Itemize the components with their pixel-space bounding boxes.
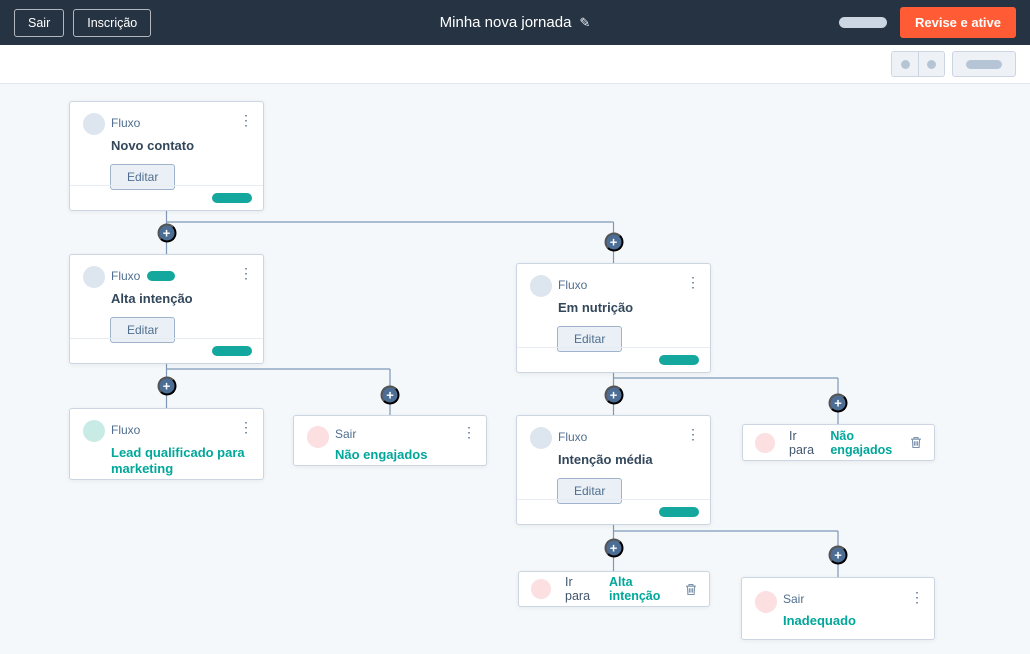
node-sair-nao-engajados[interactable]: Sair ⋮ Não engajados	[293, 415, 487, 466]
node-title: Em nutrição	[558, 300, 634, 315]
node-lead-qualificado[interactable]: Fluxo ⋮ Lead qualificado para marketing	[69, 408, 264, 480]
add-step-button[interactable]: +	[604, 538, 623, 558]
add-step-button[interactable]: +	[604, 232, 623, 252]
node-footer	[517, 499, 710, 524]
metric-pill	[659, 507, 699, 517]
kebab-menu-icon[interactable]: ⋮	[686, 426, 700, 442]
header-left-actions: Sair Inscrição	[14, 8, 152, 37]
node-type-label: Fluxo	[111, 423, 141, 437]
review-activate-button[interactable]: Revise e ative	[899, 7, 1016, 38]
node-title: Não engajados	[335, 447, 428, 462]
kebab-menu-icon[interactable]: ⋮	[686, 274, 700, 290]
flow-node-icon	[530, 427, 552, 449]
kebab-menu-icon[interactable]: ⋮	[239, 265, 253, 281]
node-title: Não engajados	[830, 428, 893, 457]
zoom-button-group	[891, 51, 945, 77]
node-title: Intenção média	[558, 452, 653, 467]
node-novo-contato[interactable]: Fluxo ⋮ Novo contato Editar	[69, 101, 264, 211]
node-type-label: Fluxo	[558, 430, 588, 444]
node-type-label: Ir para	[565, 575, 591, 603]
node-title: Lead qualificado para marketing	[111, 445, 245, 476]
enrollment-button[interactable]: Inscrição	[73, 8, 152, 37]
exit-button[interactable]: Sair	[14, 8, 65, 37]
circle-icon	[927, 59, 936, 69]
metric-pill	[212, 193, 252, 203]
add-step-button[interactable]: +	[157, 223, 176, 243]
node-type-label: Ir para	[789, 428, 815, 457]
node-title: Alta intenção	[609, 575, 661, 603]
go-to-node-icon	[531, 579, 551, 599]
circle-icon	[900, 59, 910, 69]
node-type-label: Sair	[783, 592, 805, 606]
node-intencao-media[interactable]: Fluxo ⋮ Intenção média Editar	[516, 415, 711, 525]
metric-pill	[212, 346, 252, 356]
node-alta-intencao[interactable]: Fluxo ⋮ Alta intenção Editar	[69, 254, 264, 364]
add-step-button[interactable]: +	[157, 376, 176, 396]
kebab-menu-icon[interactable]: ⋮	[910, 589, 924, 605]
node-title: Alta intenção	[111, 291, 193, 306]
page-title: Minha nova jornada	[439, 14, 572, 31]
header-placeholder-pill	[838, 17, 887, 28]
canvas-toolbar	[0, 45, 1030, 84]
node-sair-inadequado[interactable]: Sair ⋮ Inadequado	[741, 577, 935, 640]
add-step-button[interactable]: +	[828, 545, 848, 565]
add-step-button[interactable]: +	[380, 385, 400, 405]
add-step-button[interactable]: +	[828, 393, 848, 413]
journey-canvas[interactable]: Fluxo ⋮ Novo contato Editar Fluxo ⋮ Alta…	[0, 84, 1030, 654]
flow-badge-pill	[147, 271, 176, 281]
node-title: Inadequado	[783, 613, 856, 628]
trash-icon[interactable]	[910, 436, 922, 449]
trash-icon[interactable]	[685, 583, 697, 596]
add-step-button[interactable]: +	[604, 385, 623, 405]
kebab-menu-icon[interactable]: ⋮	[462, 424, 476, 440]
edit-title-pencil-icon[interactable]: ✎	[579, 14, 591, 30]
exit-node-icon	[307, 426, 329, 448]
toolbar-action-button[interactable]	[952, 51, 1016, 77]
metric-pill	[659, 355, 699, 365]
node-ir-para-alta-intencao[interactable]: Ir para Alta intenção	[518, 571, 710, 607]
exit-node-icon	[755, 591, 777, 613]
pill-icon	[966, 59, 1002, 69]
node-type-label: Fluxo	[111, 116, 141, 130]
flow-node-icon	[83, 113, 105, 135]
node-type-label: Fluxo	[111, 269, 141, 283]
top-header-bar: Sair Inscrição Minha nova jornada ✎ Revi…	[0, 0, 1030, 45]
node-em-nutricao[interactable]: Fluxo ⋮ Em nutrição Editar	[516, 263, 711, 373]
flow-node-icon	[83, 420, 105, 442]
node-footer	[70, 185, 263, 210]
kebab-menu-icon[interactable]: ⋮	[239, 419, 253, 435]
zoom-in-button[interactable]	[918, 52, 944, 76]
node-footer	[70, 338, 263, 363]
kebab-menu-icon[interactable]: ⋮	[239, 112, 253, 128]
flow-node-icon	[530, 275, 552, 297]
node-type-label: Fluxo	[558, 278, 588, 292]
node-type-label: Sair	[335, 427, 357, 441]
node-ir-para-nao-engajados[interactable]: Ir para Não engajados	[742, 424, 935, 461]
journey-title-wrap: Minha nova jornada ✎	[0, 0, 1030, 45]
header-right-actions: Revise e ative	[838, 7, 1016, 38]
node-footer	[517, 347, 710, 372]
zoom-out-button[interactable]	[892, 52, 918, 76]
go-to-node-icon	[755, 432, 775, 453]
flow-node-icon	[83, 266, 105, 288]
node-title: Novo contato	[111, 138, 195, 153]
